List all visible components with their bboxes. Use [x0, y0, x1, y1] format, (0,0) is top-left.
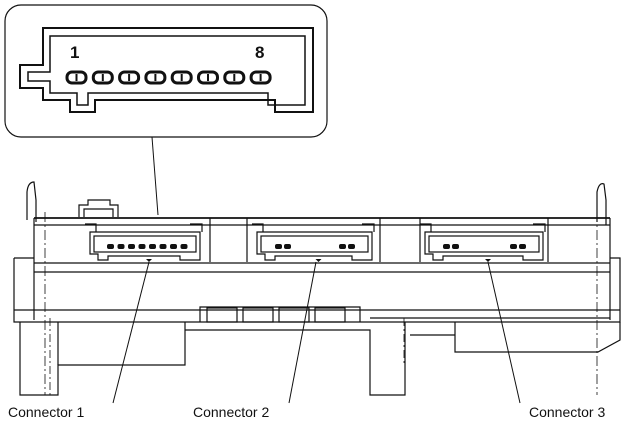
label-leaders — [112, 261, 521, 404]
connector-3-label: Connector 3 — [529, 404, 606, 420]
inset-frame — [4, 4, 328, 138]
inset-pin-5 — [170, 70, 193, 85]
inset-pin-3 — [118, 70, 141, 85]
inset-pin-7 — [223, 70, 246, 85]
inset-pin-8 — [249, 70, 272, 85]
connector-2-label: Connector 2 — [193, 404, 270, 420]
inset-pin-6 — [197, 70, 219, 85]
connector-2-pins — [275, 244, 355, 249]
inset-pins — [65, 70, 272, 85]
leader-connector-3 — [487, 261, 521, 404]
connector-3-pins — [443, 244, 526, 249]
left-latch-tab — [26, 181, 37, 222]
inset-shell-outer — [19, 27, 314, 113]
connector-1-socket — [85, 223, 203, 262]
right-latch-tab — [596, 183, 607, 225]
connector-1-label: Connector 1 — [8, 404, 85, 420]
inset-pin-2 — [91, 70, 114, 85]
connector-sockets — [85, 223, 546, 262]
connector-2-socket — [252, 223, 375, 262]
connector-3-socket — [420, 223, 546, 262]
pin-8-label: 8 — [255, 43, 264, 62]
pin-1-label: 1 — [70, 43, 79, 62]
inset-pin-4 — [144, 70, 167, 85]
top-clip — [78, 199, 119, 217]
inset-shell-inner — [27, 35, 306, 106]
inset-leader-line — [151, 136, 159, 216]
connector-1-pins — [107, 244, 188, 249]
pinout-inset — [4, 4, 328, 216]
housing-body — [13, 181, 621, 396]
leader-connector-2 — [288, 261, 317, 404]
inset-pin-1 — [65, 70, 88, 85]
leader-connector-1 — [112, 261, 150, 404]
bottom-lock-bumps — [206, 307, 346, 323]
